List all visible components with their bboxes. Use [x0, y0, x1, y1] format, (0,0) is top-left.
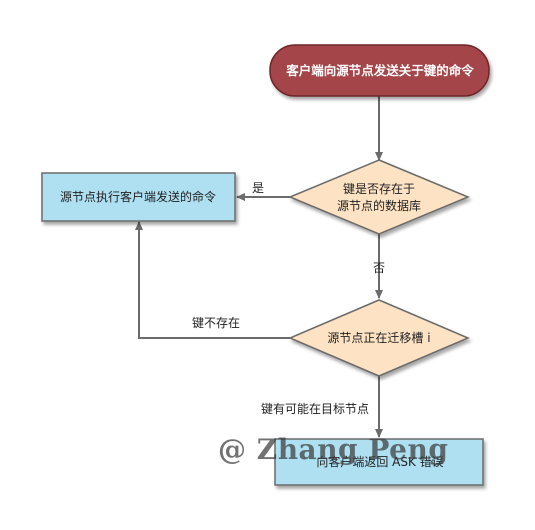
decision-migrating-label: 源节点正在迁移槽 i [327, 331, 430, 345]
decision-key-exists: 键是否存在于 源节点的数据库 [288, 159, 470, 235]
decision-key-exists-label-2: 源节点的数据库 [337, 198, 421, 213]
edge-label-yes: 是 [252, 181, 264, 195]
edge-key-not-exist-to-execute [135, 221, 290, 339]
watermark: @ Zhang Peng [218, 433, 449, 466]
decision-migrating: 源节点正在迁移槽 i [288, 299, 470, 377]
edge-label-key-not-exist: 键不存在 [192, 316, 240, 330]
decision-key-exists-label-1: 键是否存在于 [343, 182, 415, 196]
process-ask-error: 向客户端返回 ASK 错误 [274, 438, 484, 486]
start-node-label: 客户端向源节点发送关于键的命令 [285, 63, 474, 78]
process-execute-label: 源节点执行客户端发送的命令 [60, 189, 216, 204]
edge-label-no: 否 [373, 261, 385, 275]
start-node: 客户端向源节点发送关于键的命令 [269, 44, 490, 97]
process-ask-error-label: 向客户端返回 ASK 错误 [316, 454, 443, 469]
connectors [135, 96, 383, 438]
process-execute: 源节点执行客户端发送的命令 [41, 172, 236, 222]
edge-label-key-maybe-target: 键有可能在目标节点 [261, 402, 369, 416]
